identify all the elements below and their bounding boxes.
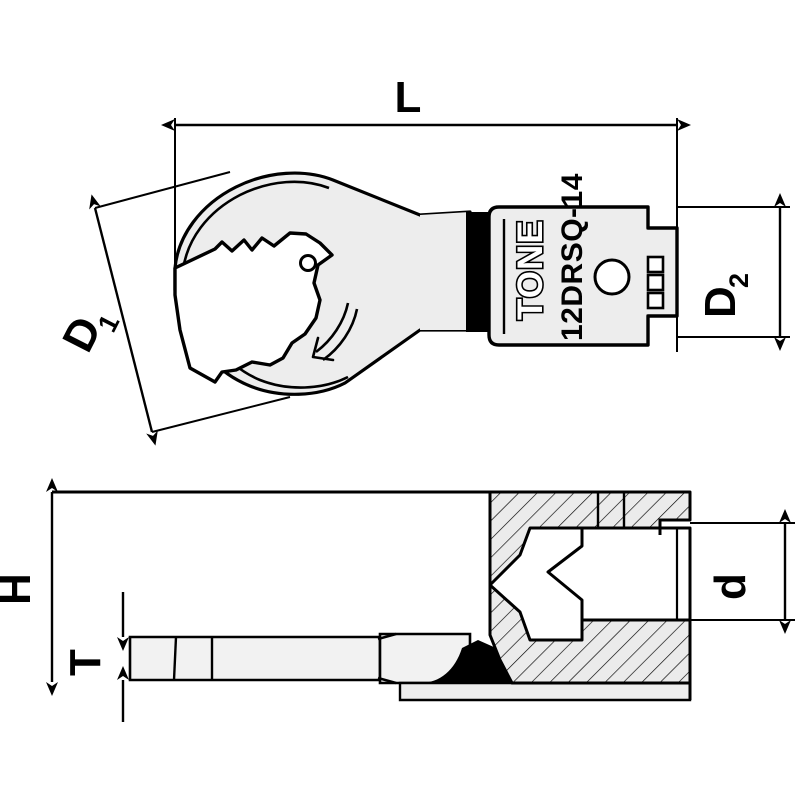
plan-view-group: TONE 12DRSQ-14 [173,118,679,396]
dimension-L: L [161,73,691,131]
dimension-T-label-group: T [61,649,110,676]
dimension-D2-ext-lines [677,206,790,338]
pin-hole-detail [299,254,317,272]
brand-text-tone: TONE [511,219,550,320]
dimension-H-label: H [0,573,40,605]
dimension-D1-ext-lines [94,171,291,433]
shank-chamfer-top [377,632,397,641]
shank-bar-body [128,635,382,682]
ratchet-direction-arrow [311,302,359,362]
base-plate-strip [398,681,692,702]
dimension-L-label: L [395,73,422,122]
shank-fill [420,212,470,330]
wrench-shank [420,212,470,330]
block-step-notch [658,518,690,535]
head-inner-contour [181,180,330,271]
dimension-D2-label: D [696,286,745,318]
head-side-blank [52,492,130,680]
shank-bar [128,635,382,682]
square-drive-cavity [546,526,692,622]
dimension-D2-subscript: 2 [724,273,754,288]
dimension-H: H [0,478,58,696]
shank-step-line-1 [172,636,178,681]
dimension-d-label-group: d [706,573,755,600]
dimension-d: d [690,509,795,634]
dimension-T-label: T [61,649,110,676]
block-notch-lines [646,207,677,345]
weld-fillet [420,640,512,683]
shank-chamfer-bottom [377,676,397,685]
dimension-d-label: d [706,573,755,600]
dimension-D2-label-group: D 2 [696,273,754,318]
section-divider-lines-upper [596,492,626,528]
dimension-D1-line [89,194,158,446]
side-section-view-group [52,490,692,702]
jaw-profile [173,231,334,384]
drive-block: TONE 12DRSQ-14 [487,173,679,347]
three-stacked-square-marks [646,255,665,310]
dimension-d-ext-lines [690,522,795,621]
dimension-D2: D 2 [677,193,790,351]
square-mark-3 [646,291,665,310]
model-text: 12DRSQ-14 [556,173,589,341]
wrench-jaw-opening [173,231,334,384]
dimension-H-label-group: H [0,573,40,605]
dimension-T: T [61,592,129,722]
block-round-boss [593,258,631,296]
square-mark-1 [646,255,665,274]
square-mark-2 [646,273,665,292]
